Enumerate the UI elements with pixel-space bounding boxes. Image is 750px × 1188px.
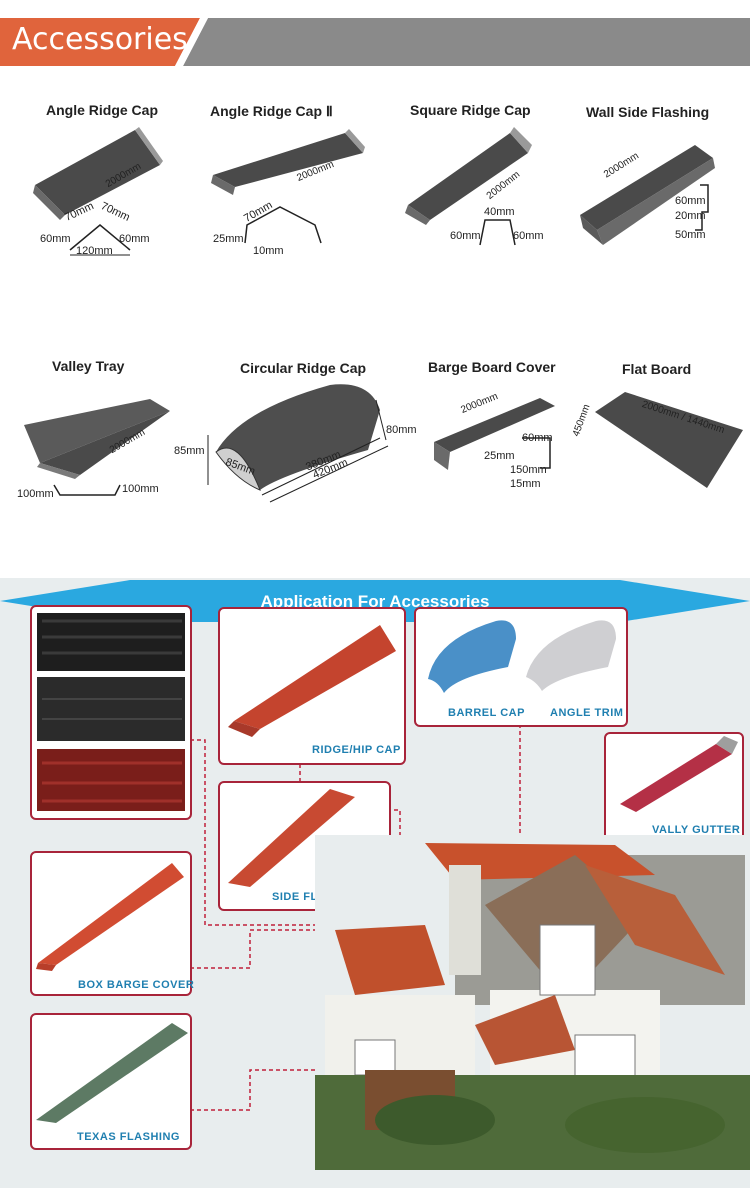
card-ridge-hip-cap: RIDGE/HIP CAP: [218, 607, 406, 765]
dim-label: 100mm: [17, 488, 54, 500]
label-vally-gutter: VALLY GUTTER: [652, 824, 741, 836]
accessories-banner: [0, 18, 750, 66]
barge-board-cover-drawing: [434, 398, 555, 470]
card-box-barge-cover: BOX BARGE COVER: [30, 851, 195, 996]
product-title-flat-board: Flat Board: [622, 361, 692, 377]
product-title-angle-ridge-cap-2: Angle Ridge Cap Ⅱ: [210, 103, 333, 119]
dim-label: 80mm: [386, 424, 417, 436]
barrel-angle-images: [428, 620, 616, 693]
texas-flashing-image: [36, 1023, 188, 1123]
angle-ridge-cap-2-drawing: [211, 129, 365, 244]
box-barge-cover-image: [36, 863, 184, 971]
product-title-angle-ridge-cap: Angle Ridge Cap: [46, 102, 159, 118]
side-flashing-image: [228, 789, 355, 887]
dim-label: 60mm: [450, 230, 481, 242]
dim-label: 20mm: [675, 210, 706, 222]
tile-images: [37, 613, 185, 811]
card-texas-flashing: TEXAS FLASHING: [30, 1013, 192, 1150]
dim-label: 50mm: [675, 229, 706, 241]
dim-label: 100mm: [122, 483, 159, 495]
product-title-square-ridge-cap: Square Ridge Cap: [410, 102, 531, 118]
dim-label: 60mm: [675, 195, 706, 207]
dim-label: 40mm: [484, 206, 515, 218]
dim-label: 10mm: [253, 245, 284, 257]
circular-ridge-cap-drawing: [207, 384, 389, 503]
label-ridge-hip-cap: RIDGE/HIP CAP: [312, 744, 401, 756]
house-photo: [315, 835, 750, 1170]
vally-gutter-image: [620, 736, 738, 812]
product-title-wall-side-flashing: Wall Side Flashing: [586, 104, 710, 120]
square-ridge-cap-drawing: [405, 127, 532, 246]
label-box-barge-cover: BOX BARGE COVER: [78, 979, 195, 991]
product-title-circular-ridge-cap: Circular Ridge Cap: [240, 360, 367, 376]
flat-board-drawing: [595, 392, 743, 488]
application-title: Application For Accessories: [260, 592, 490, 611]
valley-tray-drawing: [24, 399, 170, 496]
dim-label: 15mm: [510, 478, 541, 490]
product-title-barge-board-cover: Barge Board Cover: [428, 359, 556, 375]
card-barrel-angle: BARREL CAP ANGLE TRIM: [414, 607, 628, 727]
dim-label: 60mm: [40, 233, 71, 245]
dim-label: 60mm: [522, 432, 553, 444]
label-texas-flashing: TEXAS FLASHING: [77, 1131, 180, 1143]
product-title-valley-tray: Valley Tray: [52, 358, 125, 374]
label-barrel-cap: BARREL CAP: [448, 707, 525, 719]
dim-label: 120mm: [76, 245, 113, 257]
ridge-hip-cap-image: [228, 625, 396, 737]
dim-label: 25mm: [484, 450, 515, 462]
dim-label: 85mm: [174, 445, 205, 457]
banner-title: Accessories: [12, 22, 188, 57]
dim-label: 150mm: [510, 464, 547, 476]
angle-ridge-cap-drawing: [33, 127, 163, 256]
dim-label: 25mm: [213, 233, 244, 245]
dim-label: 60mm: [119, 233, 150, 245]
label-angle-trim: ANGLE TRIM: [550, 707, 624, 719]
wall-side-flashing-drawing: [580, 145, 715, 245]
card-roof-tiles: [30, 605, 192, 820]
card-vally-gutter: VALLY GUTTER: [604, 732, 744, 844]
dim-label: 60mm: [513, 230, 544, 242]
